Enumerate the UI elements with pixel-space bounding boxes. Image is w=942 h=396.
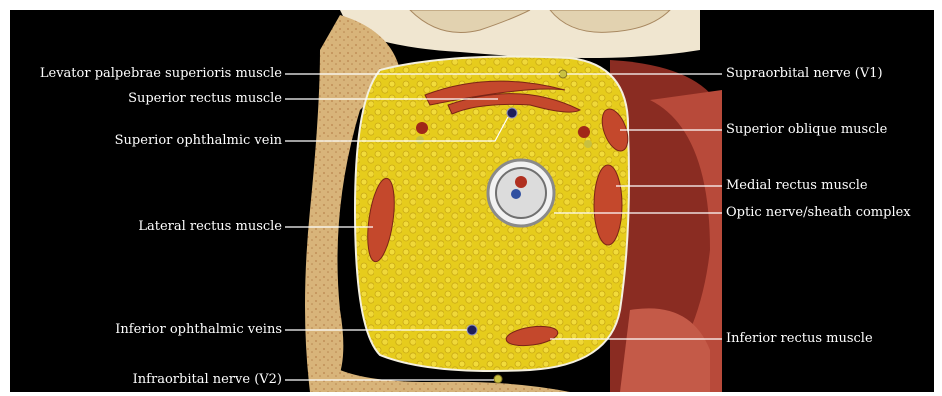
label-levator-palpebrae: Levator palpebrae superioris muscle [40,66,282,82]
label-infraorbital-nerve: Infraorbital nerve (V2) [133,372,282,388]
label-optic-nerve-sheath: Optic nerve/sheath complex [726,205,911,221]
label-lateral-rectus: Lateral rectus muscle [138,219,282,235]
label-inferior-ophthalmic-veins: Inferior ophthalmic veins [115,322,282,338]
orbital-roof-bone [340,10,700,58]
medial-rectus-shape [594,165,622,245]
label-superior-rectus: Superior rectus muscle [128,91,282,107]
label-supraorbital-nerve: Supraorbital nerve (V1) [726,66,883,82]
label-superior-oblique: Superior oblique muscle [726,122,887,138]
label-inferior-rectus: Inferior rectus muscle [726,331,873,347]
illustration-frame: Levator palpebrae superioris muscle Supe… [10,10,934,392]
label-medial-rectus: Medial rectus muscle [726,178,868,194]
optic-nerve-complex [488,160,554,226]
label-superior-ophthalmic-vein: Superior ophthalmic vein [115,133,282,149]
